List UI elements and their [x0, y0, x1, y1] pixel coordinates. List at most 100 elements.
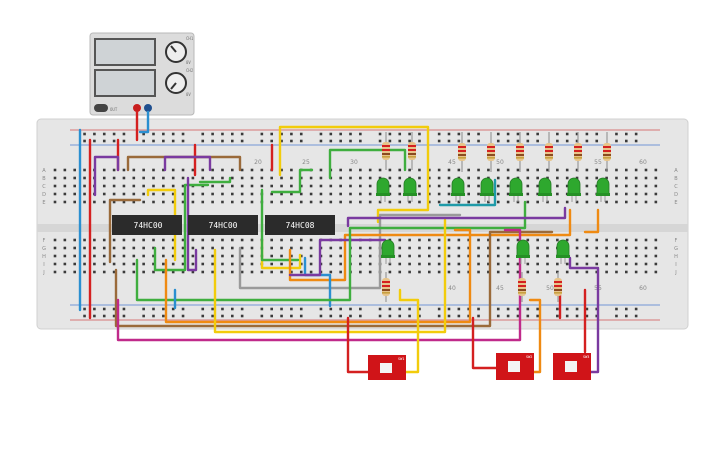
- led[interactable]: [480, 177, 494, 202]
- chip-3[interactable]: 74HC08: [265, 215, 335, 235]
- column-label-bottom: 60: [639, 285, 647, 292]
- resistor[interactable]: [518, 272, 526, 302]
- wire-purple-sw3: [568, 256, 600, 374]
- knob-top-label-1: CH1: [186, 36, 194, 41]
- wire-yellow-sw1: [398, 288, 420, 374]
- wire-orange-sw2: [528, 298, 542, 374]
- column-label-top: 20: [254, 159, 262, 166]
- row-label-top: E: [42, 200, 45, 206]
- row-label-bottom: I: [675, 262, 676, 268]
- display-bottom: [94, 69, 156, 97]
- column-label-bottom: 50: [546, 285, 554, 292]
- led[interactable]: [376, 177, 390, 202]
- knob-top-label-2: 0V: [186, 60, 191, 65]
- row-label-bottom: J: [674, 270, 676, 276]
- column-label-bottom: 45: [496, 285, 504, 292]
- wire-green-long: [135, 200, 527, 302]
- wire-orange-long: [164, 228, 472, 324]
- row-label-top: E: [674, 200, 677, 206]
- negative-terminal[interactable]: [144, 104, 152, 112]
- wire-brown-long: [114, 230, 554, 328]
- column-label-top: 55: [594, 159, 602, 166]
- wire-gray-1: [238, 213, 462, 290]
- resistor[interactable]: [408, 132, 416, 170]
- power-supply[interactable]: CH1 0V CH2 0V OUT: [89, 32, 195, 116]
- wire-green-2: [260, 188, 300, 262]
- resistor[interactable]: [603, 132, 611, 172]
- switch-1[interactable]: SW1: [368, 355, 406, 380]
- switch-3-label: SW3: [583, 355, 589, 359]
- wire-yellow-long: [213, 218, 447, 334]
- row-label-bottom: H: [42, 254, 46, 260]
- row-label-top: D: [674, 192, 678, 198]
- led[interactable]: [538, 177, 552, 202]
- row-label-bottom: G: [42, 246, 46, 252]
- led[interactable]: [556, 239, 570, 264]
- chip-2[interactable]: 74HC00: [188, 215, 258, 235]
- wire-magenta-long: [116, 228, 522, 342]
- wire-green-top-2: [270, 168, 314, 194]
- column-label-top: 45: [448, 159, 456, 166]
- wire-green-top-1: [198, 176, 232, 184]
- wire-brown-2: [108, 198, 142, 264]
- row-label-bottom: F: [43, 238, 46, 244]
- led[interactable]: [381, 239, 395, 264]
- row-label-top: A: [42, 168, 46, 174]
- switch-2-label: SW2: [526, 355, 532, 359]
- led[interactable]: [509, 177, 523, 202]
- row-label-top: B: [42, 176, 46, 182]
- row-label-bottom: G: [674, 246, 678, 252]
- row-label-top: D: [42, 192, 46, 198]
- row-label-bottom: H: [674, 254, 678, 260]
- led[interactable]: [596, 177, 610, 202]
- column-label-bottom: 40: [448, 285, 456, 292]
- row-label-bottom: I: [43, 262, 44, 268]
- resistor[interactable]: [545, 132, 553, 172]
- resistor[interactable]: [574, 132, 582, 172]
- resistor[interactable]: [382, 272, 390, 302]
- resistor[interactable]: [554, 272, 562, 302]
- wires[interactable]: [78, 110, 600, 374]
- resistor[interactable]: [458, 132, 466, 172]
- chip-1[interactable]: 74HC00: [112, 215, 182, 235]
- wire-purple-2: [163, 155, 212, 172]
- column-label-top: 25: [302, 159, 310, 166]
- wire-purple-1: [93, 155, 120, 197]
- led[interactable]: [567, 177, 581, 202]
- wire-blue-supply: [138, 110, 150, 134]
- power-button[interactable]: [94, 104, 108, 112]
- row-label-bottom: F: [675, 238, 678, 244]
- row-label-top: C: [42, 184, 46, 190]
- resistor[interactable]: [487, 132, 495, 172]
- wire-orange-2: [583, 208, 600, 234]
- column-label-top: 50: [496, 159, 504, 166]
- wire-yellow-top: [278, 125, 430, 224]
- column-label-top: 30: [350, 159, 358, 166]
- chip-3-label: 74HC08: [286, 221, 315, 230]
- column-label-top: 60: [639, 159, 647, 166]
- switch-3[interactable]: SW3: [553, 353, 591, 380]
- row-label-top: A: [674, 168, 678, 174]
- wire-teal-1: [438, 178, 497, 207]
- switch-1-label: SW1: [398, 357, 404, 361]
- display-top: [94, 38, 156, 66]
- led[interactable]: [451, 177, 465, 202]
- led[interactable]: [516, 239, 530, 264]
- power-button-label: OUT: [110, 107, 118, 112]
- wire-purple-long: [346, 206, 567, 228]
- wire-green-top-3: [328, 148, 407, 180]
- switch-2[interactable]: SW2: [496, 353, 534, 380]
- positive-terminal[interactable]: [133, 104, 141, 112]
- wire-red-sw1: [346, 316, 377, 374]
- led[interactable]: [403, 177, 417, 202]
- row-label-top: B: [674, 176, 678, 182]
- chip-1-label: 74HC00: [134, 221, 163, 230]
- resistor[interactable]: [516, 132, 524, 172]
- knob-bottom-label-2: 0V: [186, 92, 191, 97]
- wire-red-sw2: [471, 316, 502, 370]
- wire-purple-4: [288, 238, 387, 277]
- chip-2-label: 74HC00: [209, 221, 238, 230]
- resistor[interactable]: [382, 132, 390, 170]
- row-label-bottom: J: [42, 270, 44, 276]
